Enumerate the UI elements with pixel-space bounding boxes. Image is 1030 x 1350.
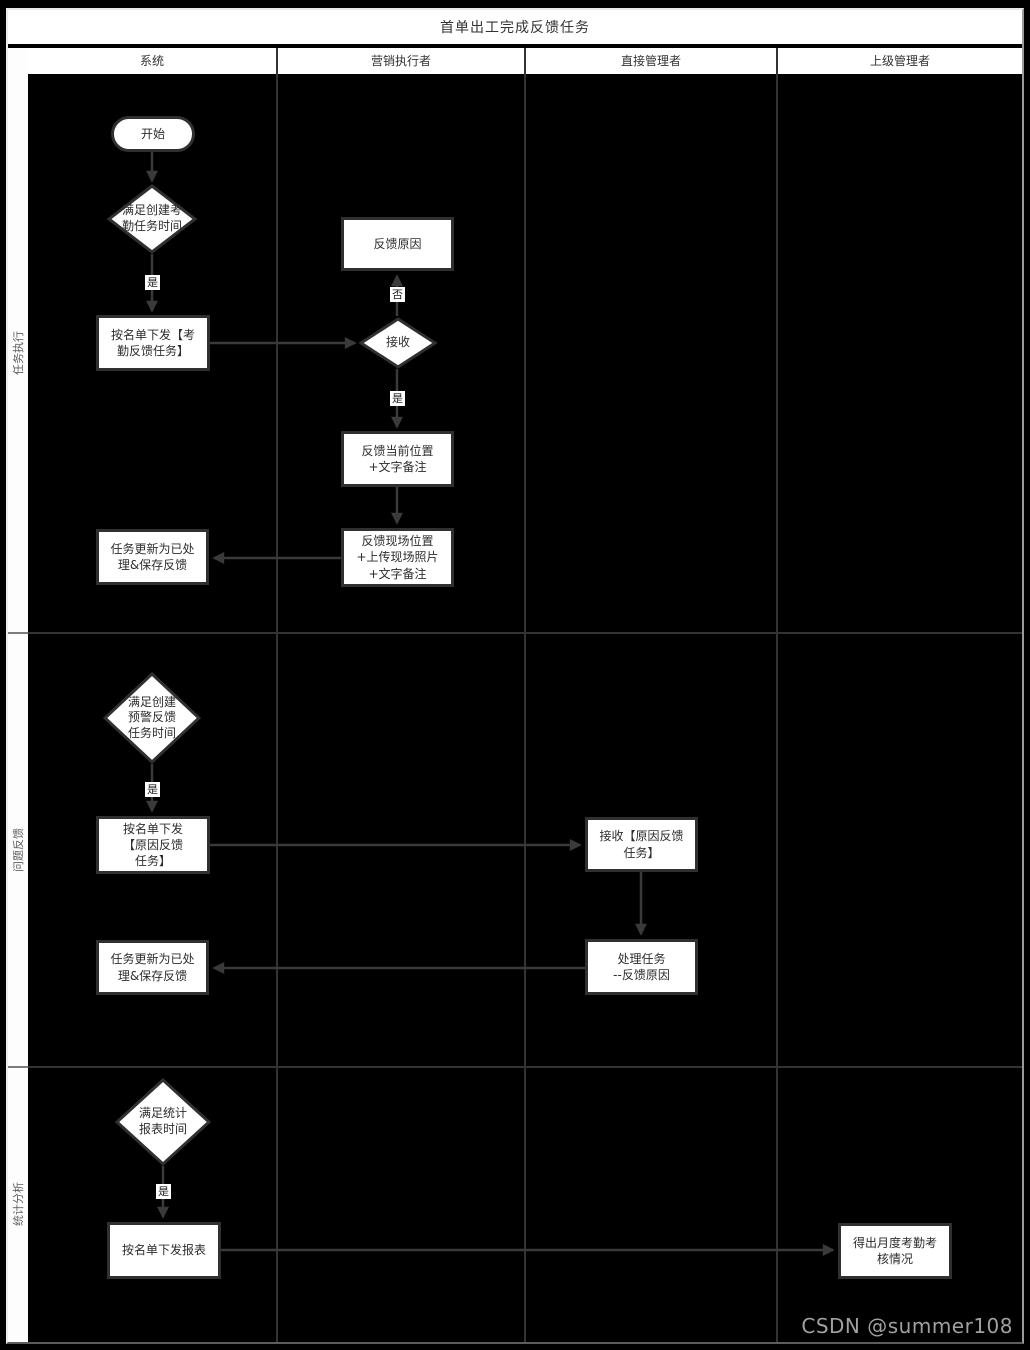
lane-label-strip [8,48,28,1342]
column-divider [776,48,778,1342]
edge-label-yes: 是 [390,391,405,406]
process-monthly-result: 得出月度考勤考 核情况 [838,1223,952,1279]
start-node: 开始 [111,116,195,152]
lane-label-task-execution: 任务执行 [12,331,25,375]
decision-label: 接收 [385,335,410,350]
lane-strip-divider [8,1066,28,1068]
column-divider [524,48,526,1342]
column-header-system: 系统 [139,54,164,68]
edge-label-yes: 是 [145,782,160,797]
diamond-shape [359,317,437,369]
decision-receive: 接收 [359,317,437,369]
table-frame [6,8,1024,1344]
column-header-manager: 直接管理者 [620,54,681,68]
edge-label-yes: 是 [156,1184,171,1199]
process-feedback-current-location: 反馈当前位置 +文字备注 [341,431,454,487]
edge-label-no: 否 [390,287,405,302]
diagram-title: 首单出工完成反馈任务 [8,10,1022,44]
process-feedback-reason: 反馈原因 [341,217,454,271]
process-dispatch-attendance-task: 按名单下发【考 勤反馈任务】 [96,315,210,371]
column-header-executor: 营销执行者 [370,54,431,68]
process-receive-reason-task: 接收【原因反馈 任务】 [585,817,698,872]
decision-label: 满足统计 报表时间 [138,1106,187,1136]
process-handle-task: 处理任务 --反馈原因 [585,939,698,995]
edge-label-yes: 是 [145,275,160,290]
column-header-senior: 上级管理者 [869,54,930,68]
process-task-updated-1: 任务更新为已处 理&保存反馈 [96,529,209,585]
decision-report-time: 满足统计 报表时间 [115,1078,211,1166]
decision-label: 满足创建考 勤任务时间 [121,203,182,233]
decision-warning-feedback-time: 满足创建 预警反馈 任务时间 [103,672,201,764]
diamond-shape [107,184,197,254]
lane-divider [28,632,1022,634]
diamond-shape [103,672,201,764]
diamond-shape [115,1078,211,1166]
column-divider [276,48,278,1342]
process-task-updated-2: 任务更新为已处 理&保存反馈 [96,940,209,995]
decision-attendance-time: 满足创建考 勤任务时间 [107,184,197,254]
lane-strip-divider [8,632,28,634]
lane-label-issue-feedback: 问题反馈 [12,828,25,872]
csdn-watermark: CSDN @summer108 [801,1314,1013,1338]
process-dispatch-report: 按名单下发报表 [107,1222,221,1279]
lane-divider [28,1066,1022,1068]
process-dispatch-reason-task: 按名单下发 【原因反馈 任务】 [96,816,210,874]
decision-label: 满足创建 预警反馈 任务时间 [127,694,176,740]
process-feedback-site-location: 反馈现场位置 +上传现场照片 +文字备注 [341,528,454,587]
lane-label-stat-analysis: 统计分析 [12,1182,25,1226]
